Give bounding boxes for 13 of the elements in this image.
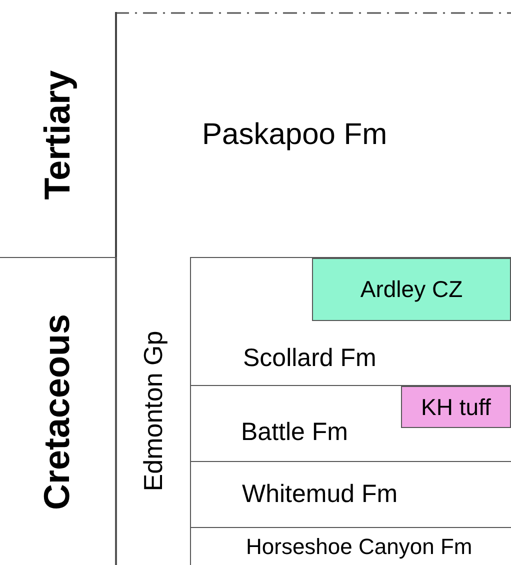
group-label: Edmonton Gp bbox=[140, 330, 166, 492]
group-cell bbox=[115, 257, 191, 565]
formation-label: Paskapoo Fm bbox=[202, 120, 388, 150]
formation-label: Scollard Fm bbox=[243, 346, 376, 371]
coal-zone-label: Ardley CZ bbox=[360, 278, 463, 301]
formation-label: Horseshoe Canyon Fm bbox=[246, 536, 472, 558]
formation-label: Whitemud Fm bbox=[242, 482, 398, 507]
period-label: Tertiary bbox=[40, 70, 76, 200]
period-label: Cretaceous bbox=[40, 313, 76, 510]
tuff-bed-label: KH tuff bbox=[421, 396, 491, 418]
formation-label: Battle Fm bbox=[241, 420, 348, 445]
tuff-bed-box bbox=[401, 386, 511, 428]
coal-zone-box bbox=[312, 258, 511, 321]
